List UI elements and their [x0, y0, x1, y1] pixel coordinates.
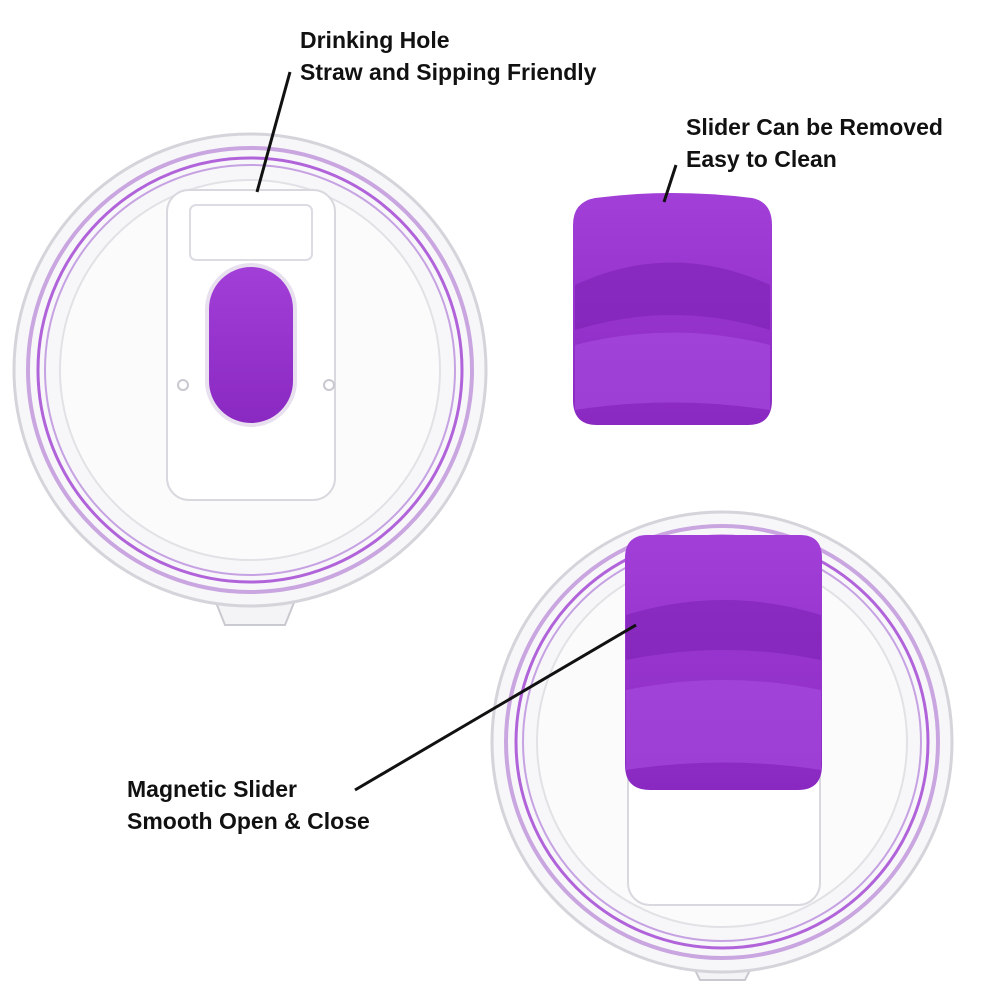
callout-slider-removable: Slider Can be Removed Easy to Clean — [686, 111, 943, 175]
callout-title: Magnetic Slider — [127, 776, 297, 802]
drinking-hole-plug — [205, 263, 297, 427]
callout-drinking-hole: Drinking Hole Straw and Sipping Friendly — [300, 24, 596, 88]
callout-title: Slider Can be Removed — [686, 114, 943, 140]
callout-subtitle: Straw and Sipping Friendly — [300, 59, 597, 85]
callout-title: Drinking Hole — [300, 27, 450, 53]
callout-subtitle: Easy to Clean — [686, 146, 837, 172]
callout-magnetic-slider: Magnetic Slider Smooth Open & Close — [127, 773, 370, 837]
lid-bottom-right — [490, 510, 954, 981]
callout-subtitle: Smooth Open & Close — [127, 808, 370, 834]
callout-line-drinking-hole — [255, 71, 292, 193]
callout-line-slider — [662, 164, 678, 203]
slider-piece — [573, 193, 772, 425]
callout-line-magnetic — [354, 623, 637, 792]
lid-top-left — [12, 132, 488, 626]
